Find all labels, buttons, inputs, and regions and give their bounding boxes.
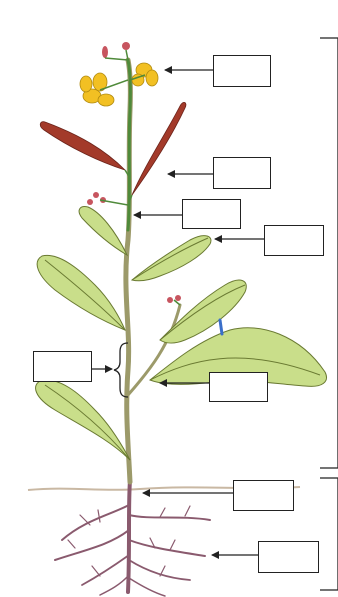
label-box-flower[interactable]	[213, 55, 271, 87]
label-box-fruit-pod[interactable]	[213, 157, 271, 189]
blue-mark	[220, 320, 222, 334]
label-box-lateral-root[interactable]	[258, 541, 319, 573]
root-bracket	[320, 478, 338, 590]
label-box-upper-leaf[interactable]	[264, 225, 324, 256]
label-box-primary-root[interactable]	[233, 480, 294, 511]
root-system	[55, 480, 210, 596]
label-box-node[interactable]	[209, 372, 268, 402]
label-box-upper-stem[interactable]	[182, 199, 241, 229]
fruit-pods	[40, 102, 186, 195]
label-box-internode[interactable]	[33, 351, 92, 382]
